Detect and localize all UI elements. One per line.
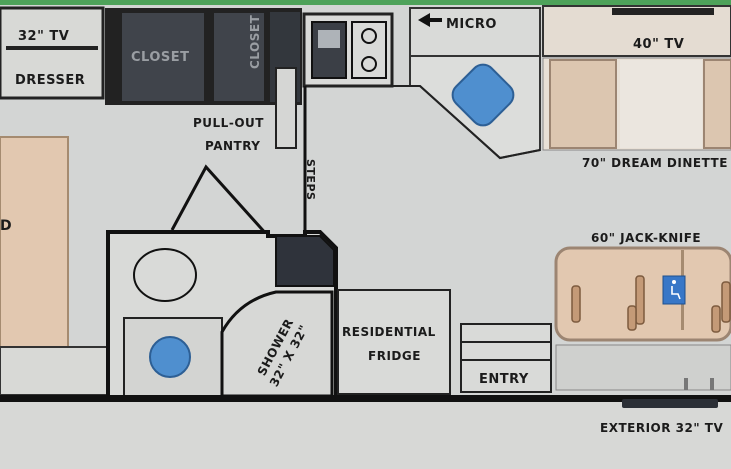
entry-label: ENTRY xyxy=(479,372,529,387)
kitchen-sink-icon xyxy=(451,63,515,127)
microwave-cabinet: MICRO xyxy=(409,7,541,57)
tv-40-cabinet: 40" TV xyxy=(542,5,731,57)
dinette-label: 70" DREAM DINETTE xyxy=(582,156,728,170)
dream-dinette: 70" DREAM DINETTE xyxy=(542,57,731,170)
steps-label: STEPS xyxy=(304,159,317,200)
bed: D xyxy=(0,136,109,396)
jackknife-label: 60" JACK-KNIFE xyxy=(591,231,701,245)
bathroom: SHOWER 32" X 32" xyxy=(106,164,338,400)
fridge-label-line1: RESIDENTIAL xyxy=(342,325,436,339)
exterior-tv xyxy=(622,399,718,408)
outer-wall xyxy=(0,395,731,402)
pullout-pantry xyxy=(275,67,297,149)
residential-fridge: RESIDENTIAL FRIDGE xyxy=(337,289,451,395)
closets: CLOSET CLOSET xyxy=(105,8,302,105)
entry: ENTRY xyxy=(460,323,552,393)
top-edge-strip xyxy=(0,0,731,5)
closet-left-label: CLOSET xyxy=(131,50,190,65)
fridge-label-line2: FRIDGE xyxy=(368,349,421,363)
tv-40-label: 40" TV xyxy=(633,37,684,52)
jackknife-sofa xyxy=(554,246,731,342)
bed-label: D xyxy=(0,218,12,234)
shower xyxy=(220,290,334,398)
bathroom-sink-icon xyxy=(149,336,191,378)
exterior xyxy=(0,402,731,469)
nightstand xyxy=(0,346,109,396)
micro-label: MICRO xyxy=(446,17,497,32)
closet-right xyxy=(212,11,266,103)
linen-cabinet xyxy=(275,235,335,287)
range-stove xyxy=(302,12,394,88)
toilet-icon xyxy=(133,248,197,302)
tv-32-label: 32" TV xyxy=(18,29,69,44)
pantry-label-line1: PULL-OUT xyxy=(193,116,264,130)
kitchen-counter xyxy=(305,55,541,160)
arrow-left-icon xyxy=(418,13,430,27)
closet-left xyxy=(120,11,206,103)
exterior-tv-label: EXTERIOR 32" TV xyxy=(600,421,723,435)
pantry-label-line2: PANTRY xyxy=(205,139,260,153)
closet-right-label: CLOSET xyxy=(248,14,262,69)
slideout-floor xyxy=(555,344,731,391)
dresser: 32" TV DRESSER xyxy=(0,6,105,100)
dresser-label: DRESSER xyxy=(15,73,85,88)
